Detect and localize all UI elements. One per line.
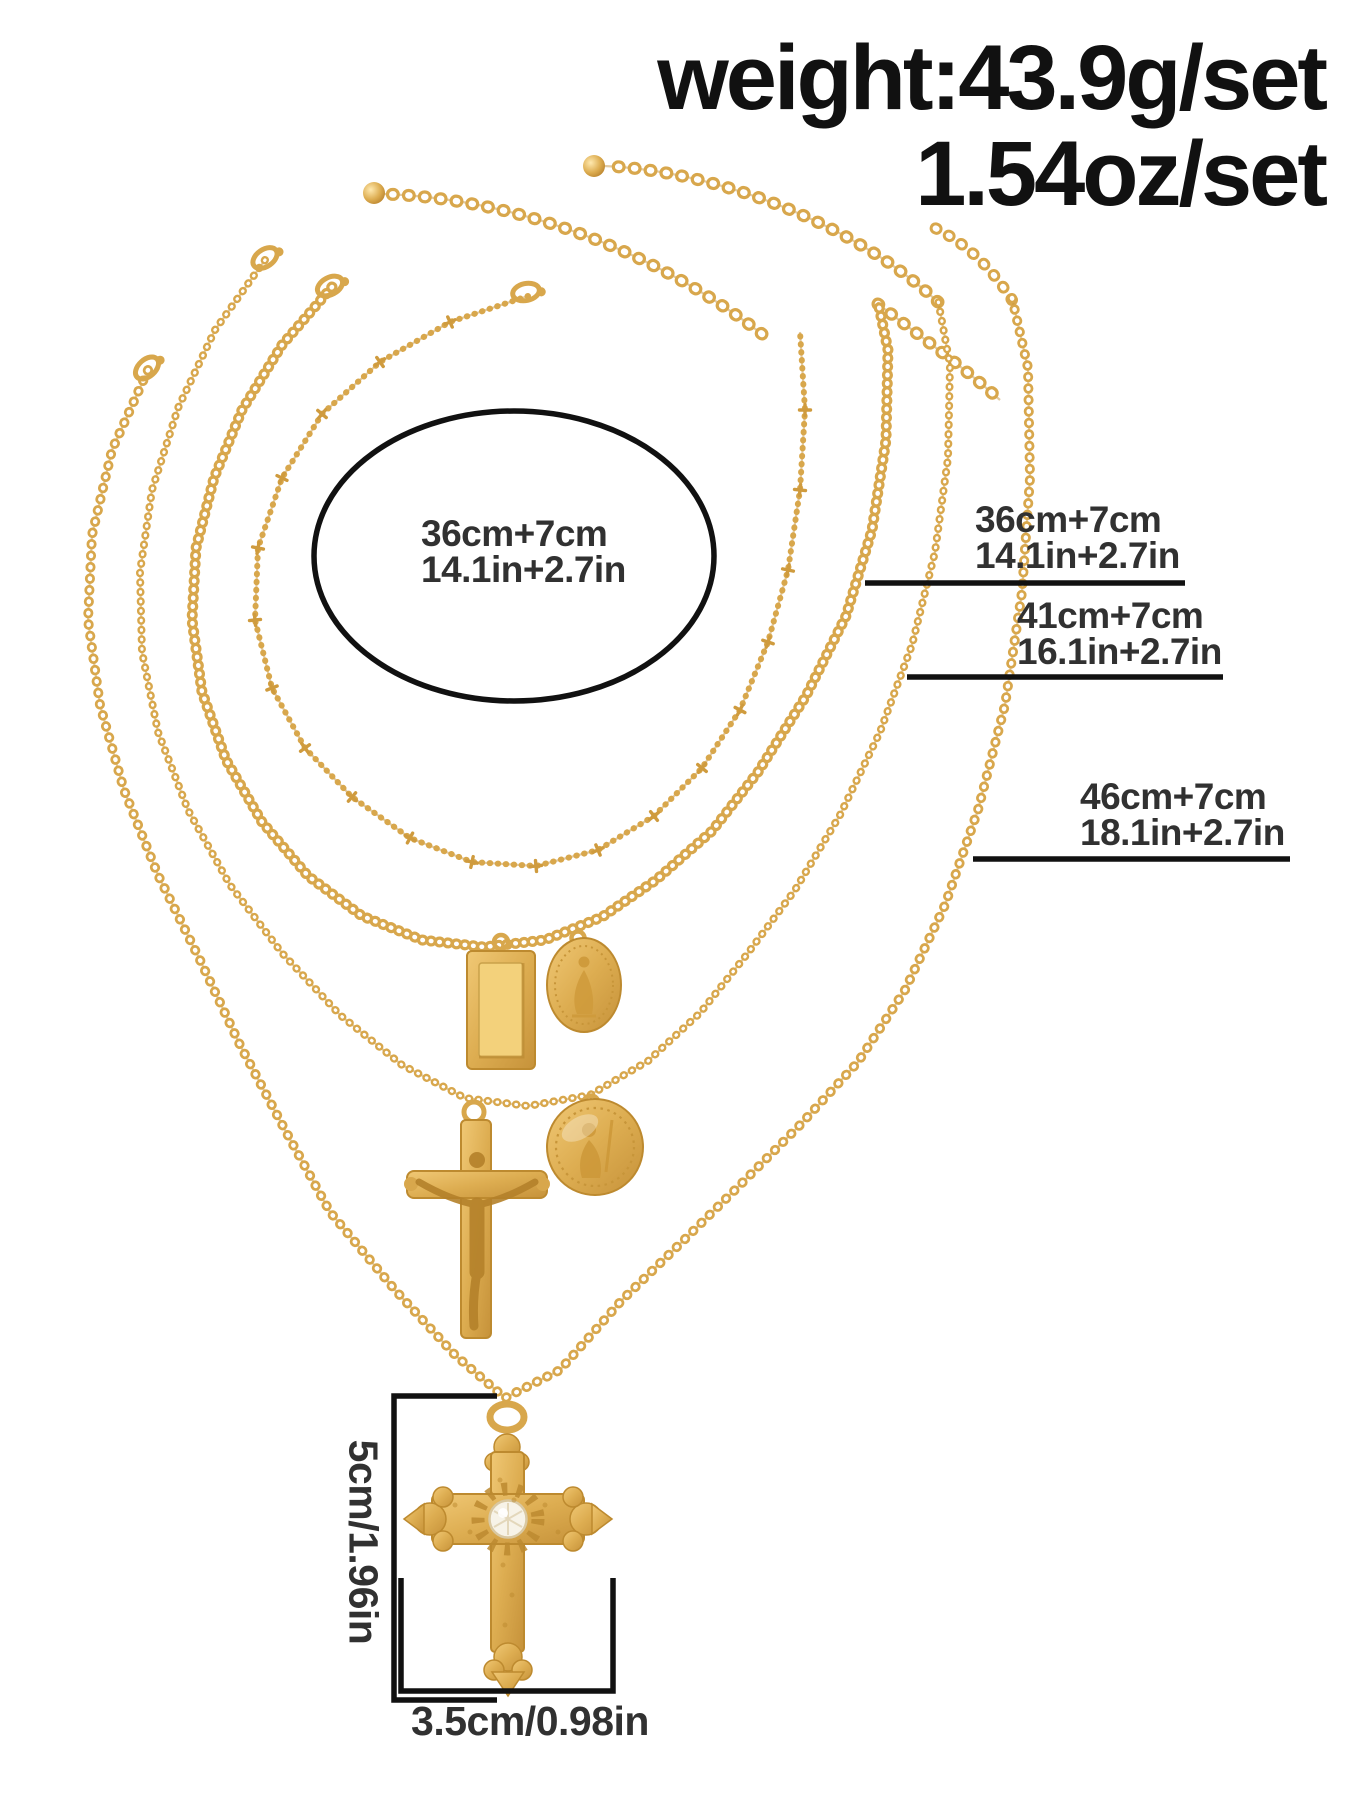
cable-chain bbox=[135, 256, 955, 1111]
size-metric: 41cm+7cm bbox=[1017, 595, 1204, 636]
extender-chain bbox=[377, 159, 1018, 407]
height-bracket bbox=[391, 1393, 497, 1703]
crucifix-pendant bbox=[404, 1099, 550, 1339]
cross-width-label: 3.5cm/0.98in bbox=[411, 1698, 649, 1744]
ball-charm bbox=[363, 182, 385, 204]
size-label-choker: 36cm+7cm 14.1in+2.7in bbox=[421, 513, 626, 590]
cross-height-label: 5cm/1.96in bbox=[340, 1439, 387, 1645]
size-imperial: 18.1in+2.7in bbox=[1080, 811, 1285, 853]
size-imperial: 16.1in+2.7in bbox=[1017, 630, 1222, 672]
size-imperial: 14.1in+2.7in bbox=[421, 548, 626, 590]
lobster-clasp-icon bbox=[250, 245, 284, 271]
curb-chain bbox=[186, 281, 894, 953]
lobster-clasp-icon bbox=[510, 280, 546, 304]
ball-charm bbox=[583, 155, 605, 177]
size-label-46: 46cm+7cm 18.1in+2.7in bbox=[1080, 776, 1285, 853]
size-label-36: 36cm+7cm 14.1in+2.7in bbox=[975, 499, 1180, 576]
size-label-41: 41cm+7cm 16.1in+2.7in bbox=[1017, 595, 1222, 672]
weight-label: weight:43.9g/set 1.54oz/set bbox=[657, 27, 1328, 225]
size-metric: 46cm+7cm bbox=[1080, 776, 1267, 817]
coin-pendant bbox=[546, 1093, 644, 1196]
lobster-clasp-icon bbox=[314, 273, 350, 299]
size-metric: 36cm+7cm bbox=[421, 513, 608, 554]
width-bracket bbox=[398, 1578, 616, 1694]
size-ellipse bbox=[311, 408, 717, 704]
size-metric: 36cm+7cm bbox=[975, 499, 1162, 540]
weight-metric: weight:43.9g/set bbox=[657, 27, 1328, 129]
lobster-clasp-icon bbox=[132, 354, 165, 382]
size-imperial: 14.1in+2.7in bbox=[975, 534, 1180, 576]
rolo-chain bbox=[82, 293, 1036, 1404]
weight-imperial: 1.54oz/set bbox=[915, 123, 1328, 225]
mary-medallion-pendant bbox=[546, 929, 622, 1033]
bar-pendant bbox=[466, 932, 536, 1070]
station-cross-chain bbox=[247, 293, 813, 874]
ornate-cross-pendant bbox=[402, 1400, 614, 1698]
